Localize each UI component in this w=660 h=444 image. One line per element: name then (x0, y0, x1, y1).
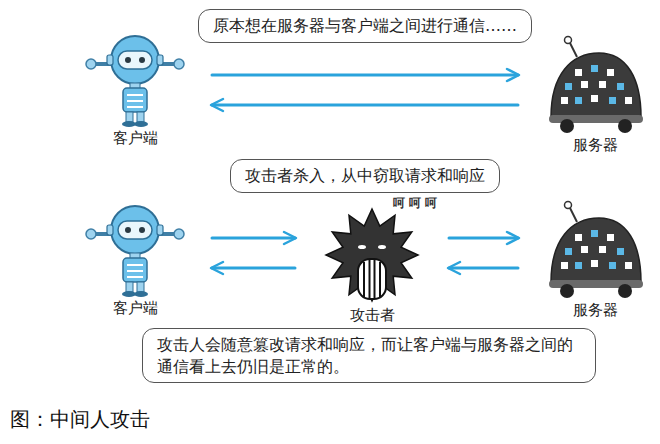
server-node: 服务器 (545, 35, 645, 154)
message-arrow (449, 237, 518, 240)
laugh-text: 呵 呵 呵 (393, 195, 437, 212)
client-node: 客户端 (85, 28, 185, 147)
figure-label: 客户端 (85, 129, 185, 147)
attacker-node: 攻击者 (322, 205, 422, 324)
figure-caption: 图：中间人攻击 (10, 406, 150, 433)
figure-label: 服务器 (545, 301, 645, 319)
bubble-text: 原本想在服务器与客户端之间进行通信…… (213, 15, 517, 37)
server-robot (549, 37, 643, 134)
message-arrow (449, 267, 518, 270)
client-robot (86, 36, 184, 127)
figure-label: 客户端 (85, 299, 185, 317)
message-arrow (212, 237, 295, 240)
server-node: 服务器 (545, 200, 645, 319)
client-robot (86, 206, 184, 297)
attacker-figure (326, 209, 418, 301)
message-arrow (212, 267, 295, 270)
speech-bubble: 攻击人会随意篡改请求和响应，而让客户端与服务器之间的通信看上去仍旧是正常的。 (142, 328, 596, 383)
speech-bubble: 原本想在服务器与客户端之间进行通信…… (198, 9, 532, 43)
message-arrow (212, 74, 518, 77)
bubble-text: 攻击人会随意篡改请求和响应，而让客户端与服务器之间的通信看上去仍旧是正常的。 (157, 334, 581, 377)
speech-bubble: 攻击者杀入，从中窃取请求和响应 (230, 159, 500, 193)
server-robot (549, 202, 643, 299)
bubble-text: 攻击者杀入，从中窃取请求和响应 (245, 165, 485, 187)
client-node: 客户端 (85, 198, 185, 317)
message-arrow (212, 104, 518, 107)
figure-label: 服务器 (545, 136, 645, 154)
figure-label: 攻击者 (322, 306, 422, 324)
